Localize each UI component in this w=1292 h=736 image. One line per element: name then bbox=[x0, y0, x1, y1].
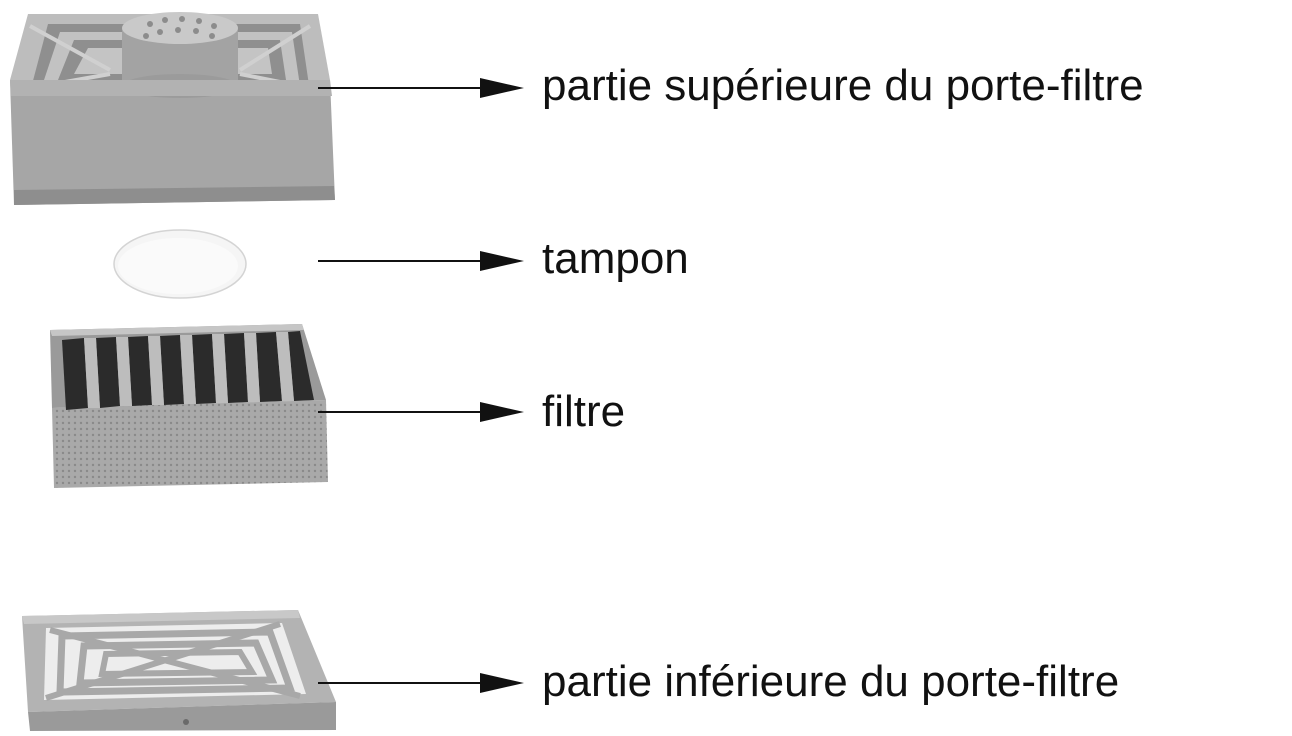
arrow-filter bbox=[318, 402, 524, 422]
label-filter: filtre bbox=[542, 387, 626, 436]
filter-holder-bottom-icon bbox=[22, 610, 336, 731]
arrow-bottom bbox=[318, 673, 524, 693]
arrow-top bbox=[318, 78, 524, 98]
label-pad: tampon bbox=[542, 234, 689, 283]
filter-block-icon bbox=[50, 324, 328, 488]
arrow-pad bbox=[318, 251, 524, 271]
pad-disc-icon bbox=[113, 229, 247, 299]
label-bottom-holder: partie inférieure du porte-filtre bbox=[542, 657, 1120, 706]
label-top-holder: partie supérieure du porte-filtre bbox=[542, 61, 1144, 110]
filter-holder-top-icon bbox=[10, 12, 335, 205]
